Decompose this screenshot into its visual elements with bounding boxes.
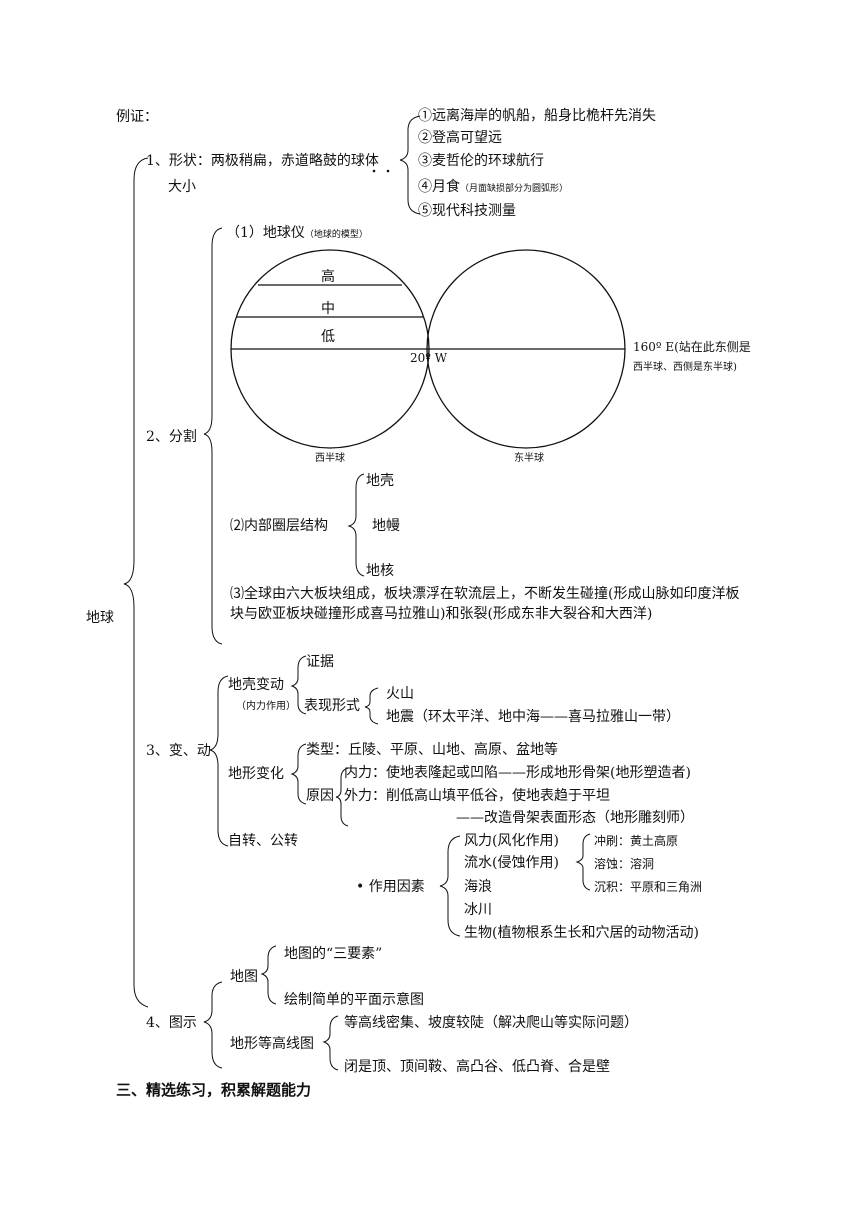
crust-movement: 地壳变动 xyxy=(228,677,284,693)
division-title: 2、分割 xyxy=(146,429,197,445)
factor-wave: 海浪 xyxy=(464,879,492,895)
layer-crust: 地壳 xyxy=(366,473,394,489)
evidence-5: ⑤现代科技测量 xyxy=(418,203,516,219)
landform-cause: 原因 xyxy=(306,788,334,804)
inner-structure-title: ⑵内部圈层结构 xyxy=(230,518,328,534)
volcano: 火山 xyxy=(386,686,414,702)
contour-title: 地形等高线图 xyxy=(230,1036,314,1052)
example-label: 例证： xyxy=(116,109,158,125)
plates-text: ⑶全球由六大板块组成，板块漂浮在软流层上，不断发生碰撞(形成山脉如印度洋板块与欧… xyxy=(230,586,740,622)
globe-note: （地球的模型） xyxy=(304,230,368,240)
root-earth: 地球 xyxy=(86,610,114,626)
evidence-3: ③麦哲伦的环球航行 xyxy=(418,153,544,169)
meridian-e-note: 西半球、西侧是东半球) xyxy=(633,362,737,373)
globe-diagram xyxy=(230,249,626,449)
globe-label: （1）地球仪（地球的模型） xyxy=(226,225,368,241)
factor-water: 流水(侵蚀作用) xyxy=(464,855,559,871)
meridian-w: 20º W xyxy=(410,351,448,365)
layer-mantle: 地幔 xyxy=(372,518,400,534)
crust-forms: 表现形式 xyxy=(304,698,360,714)
crust-evidence: 证据 xyxy=(306,654,334,670)
change-title: 3、变、动 xyxy=(146,743,211,759)
map-item-1: 地图的“三要素” xyxy=(284,946,383,962)
contour-item-1: 等高线密集、坡度较陡（解决爬山等实际问题） xyxy=(344,1015,638,1031)
water-effect-1: 冲刷：黄土高原 xyxy=(594,834,679,848)
evidence-4: ④月食（月面缺损部分为圆弧形） xyxy=(418,179,569,195)
map-item-2: 绘制简单的平面示意图 xyxy=(284,992,424,1008)
section-heading: 三、精选练习，积累解题能力 xyxy=(116,1081,312,1099)
lat-mid: 中 xyxy=(321,301,335,317)
external-force-2: ——改造骨架表面形态（地形雕刻师） xyxy=(456,810,694,826)
evidence-2: ②登高可望远 xyxy=(418,130,502,146)
water-effect-3: 沉积：平原和三角洲 xyxy=(594,880,703,894)
lat-high: 高 xyxy=(321,269,335,285)
factor-biology: 生物(植物根系生长和穴居的动物活动) xyxy=(464,925,699,941)
landform-types: 类型：丘陵、平原、山地、高原、盆地等 xyxy=(306,742,558,758)
meridian-e: 160º E(站在此东侧是 xyxy=(633,340,751,354)
landform-change: 地形变化 xyxy=(228,766,284,782)
lat-low: 低 xyxy=(321,329,335,345)
shape-size: 大小 xyxy=(168,179,196,195)
earthquake: 地震（环太平洋、地中海——喜马拉雅山一带） xyxy=(386,709,680,725)
map-title: 地图 xyxy=(230,969,258,985)
water-effect-2: 溶蚀：溶洞 xyxy=(594,857,655,871)
evidence-1: ①远离海岸的帆船，船身比桅杆先消失 xyxy=(418,108,656,124)
rotation-revolution: 自转、公转 xyxy=(228,833,298,849)
factor-wind: 风力(风化作用) xyxy=(464,833,559,849)
factor-glacier: 冰川 xyxy=(464,902,492,918)
factors-title: • 作用因素 xyxy=(356,879,425,895)
external-force: 外力：削低高山填平低谷，使地表趋于平坦 xyxy=(344,788,610,804)
maps-title: 4、图示 xyxy=(146,1015,197,1031)
layer-core: 地核 xyxy=(366,563,394,579)
shape-title: 1、形状：两极稍扁，赤道略鼓的球体 xyxy=(146,153,379,169)
contour-item-2: 闭是顶、顶间鞍、高凸谷、低凸脊、合是壁 xyxy=(344,1059,610,1075)
internal-force: 内力：使地表隆起或凹陷——形成地形骨架(地形塑造者) xyxy=(344,765,691,781)
east-hemisphere-label: 东半球 xyxy=(514,453,544,464)
crust-note: （内力作用） xyxy=(236,701,296,712)
eclipse-note: （月面缺损部分为圆弧形） xyxy=(460,184,569,194)
west-hemisphere-label: 西半球 xyxy=(315,453,345,464)
